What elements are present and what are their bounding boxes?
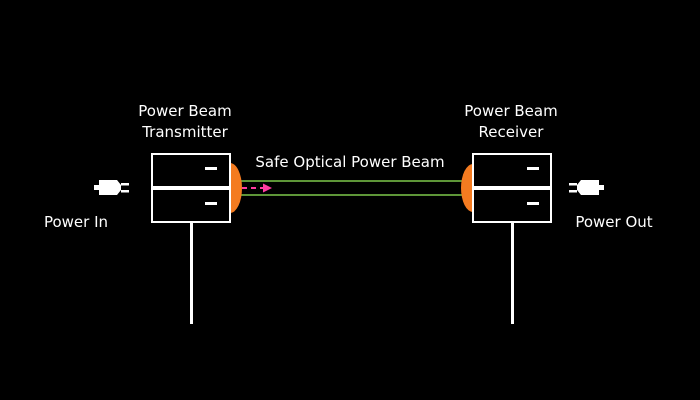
power-out: Power Out: [569, 180, 653, 231]
receiver-title-line1: Power Beam: [464, 102, 557, 120]
power-out-label: Power Out: [575, 213, 652, 231]
power-in-plug-icon: [94, 180, 129, 195]
beam-direction-arrow-icon: [242, 183, 272, 193]
beam-label: Safe Optical Power Beam: [255, 153, 444, 171]
receiver: Power Beam Receiver: [461, 102, 558, 324]
receiver-title-line2: Receiver: [479, 123, 545, 141]
transmitter-server-rack-icon: [151, 153, 242, 324]
power-out-plug-icon: [569, 180, 604, 195]
power-in-label: Power In: [44, 213, 108, 231]
optical-beam: [238, 180, 465, 196]
receiver-lens: [461, 164, 473, 212]
power-in: Power In: [44, 180, 129, 231]
transmitter: Power Beam Transmitter: [138, 102, 242, 324]
transmitter-title-line1: Power Beam: [138, 102, 231, 120]
transmitter-title-line2: Transmitter: [141, 123, 228, 141]
receiver-server-rack-icon: [461, 153, 552, 324]
transmitter-lens: [230, 163, 242, 213]
